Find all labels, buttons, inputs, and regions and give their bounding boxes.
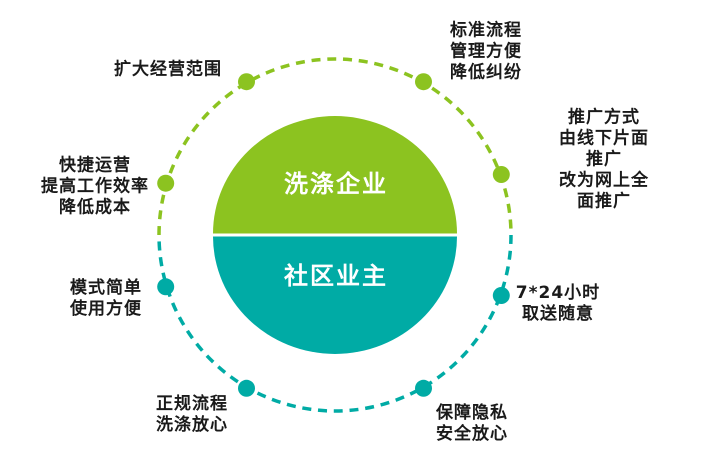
callout-simple-model: 模式简单 使用方便 xyxy=(70,278,142,319)
circle-label-community-owners: 社区业主 xyxy=(284,262,388,290)
ring-dot-left-lower xyxy=(157,278,175,296)
ring-dot-bottom-right xyxy=(415,379,432,397)
callout-fast-operation: 快捷运营 提高工作效率 降低成本 xyxy=(41,155,149,218)
circle-label-washing-enterprise: 洗涤企业 xyxy=(284,170,388,198)
ring-dot-top-right xyxy=(415,73,432,91)
callout-privacy: 保障隐私 安全放心 xyxy=(436,403,508,444)
center-circle-bottom-half xyxy=(213,236,457,354)
dashed-ring-top-arc xyxy=(157,57,513,236)
ring-dot-right-upper xyxy=(492,166,510,183)
ring-dot-right-lower xyxy=(492,287,510,304)
callout-standard-process: 标准流程 管理方便 降低纠纷 xyxy=(450,20,522,83)
ring-dot-top-left xyxy=(238,73,255,91)
callout-promotion-method: 推广方式 由线下片面推广 改为网上全面推广 xyxy=(559,107,649,212)
ring-dot-left-upper xyxy=(157,174,175,192)
dashed-ring-bottom-arc xyxy=(157,234,513,413)
callout-service-hours: 7*24小时 取送随意 xyxy=(515,283,601,324)
center-circle-top-half xyxy=(213,116,457,234)
callout-formal-process: 正规流程 洗涤放心 xyxy=(156,394,228,435)
ring-dot-bottom-left xyxy=(238,379,255,397)
callout-expand-scope: 扩大经营范围 xyxy=(114,59,222,80)
